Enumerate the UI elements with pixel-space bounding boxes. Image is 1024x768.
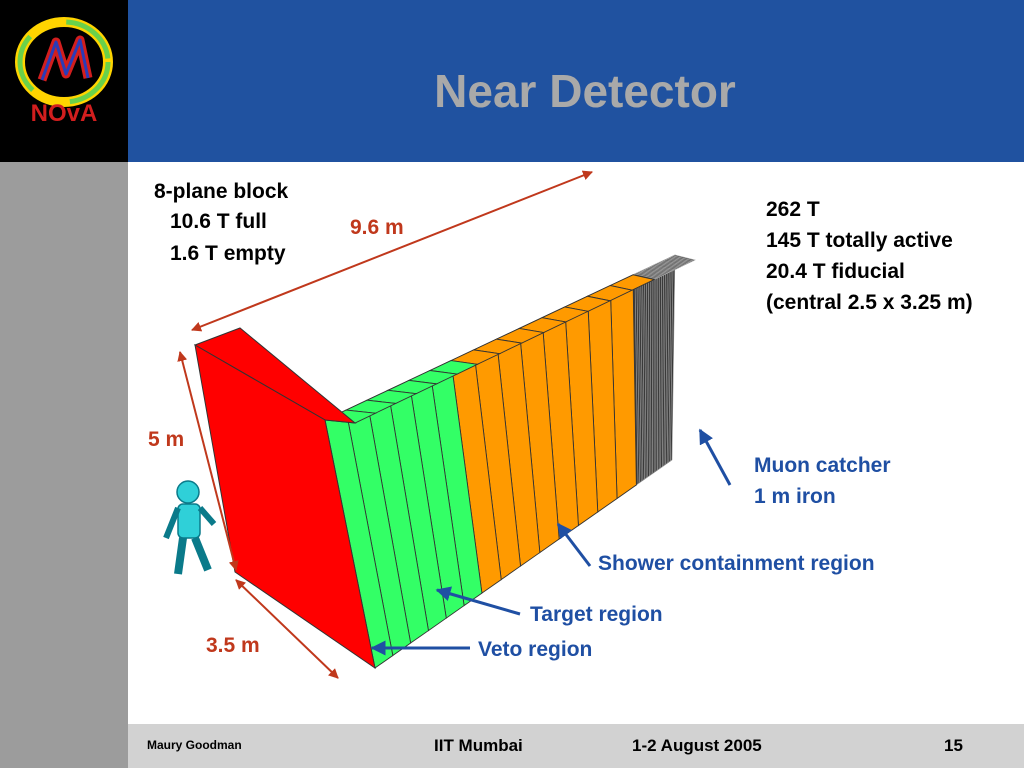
shower-pointer-arrow (556, 522, 592, 567)
human-figure-icon (163, 480, 217, 575)
veto-region-label: Veto region (478, 638, 593, 661)
length-arrow (191, 170, 593, 332)
width-label: 3.5 m (206, 634, 260, 657)
header-bar (128, 0, 1024, 162)
logo-panel: NOvA (0, 0, 128, 162)
page-title: Near Detector (434, 65, 736, 117)
height-label: 5 m (148, 428, 185, 451)
muon-iron-label: 1 m iron (754, 485, 836, 508)
nova-logo-icon: NOvA (15, 17, 113, 127)
target-region-label: Target region (530, 603, 663, 626)
height-arrow (177, 351, 239, 571)
total-mass-label: 262 T (766, 198, 820, 221)
width-arrow (235, 579, 339, 679)
muon-pointer-arrow (698, 428, 732, 486)
plane-block-full-label: 10.6 T full (170, 210, 267, 233)
footer-author: Maury Goodman (147, 738, 242, 752)
plane-block-empty-label: 1.6 T empty (170, 242, 286, 265)
fiducial-size-label: (central 2.5 x 3.25 m) (766, 291, 973, 314)
shower-region-label: Shower containment region (598, 552, 875, 575)
target-pointer-arrow (435, 586, 521, 616)
length-label: 9.6 m (350, 216, 404, 239)
footer-page-number: 15 (944, 736, 963, 755)
logo-text: NOvA (31, 100, 98, 127)
plane-block-label: 8-plane block (154, 180, 289, 203)
footer-venue: IIT Mumbai (434, 736, 523, 755)
active-mass-label: 145 T totally active (766, 229, 953, 252)
footer-bar (128, 724, 1024, 768)
fiducial-mass-label: 20.4 T fiducial (766, 260, 905, 283)
muon-catcher-label: Muon catcher (754, 454, 891, 477)
footer-date: 1-2 August 2005 (632, 736, 762, 755)
